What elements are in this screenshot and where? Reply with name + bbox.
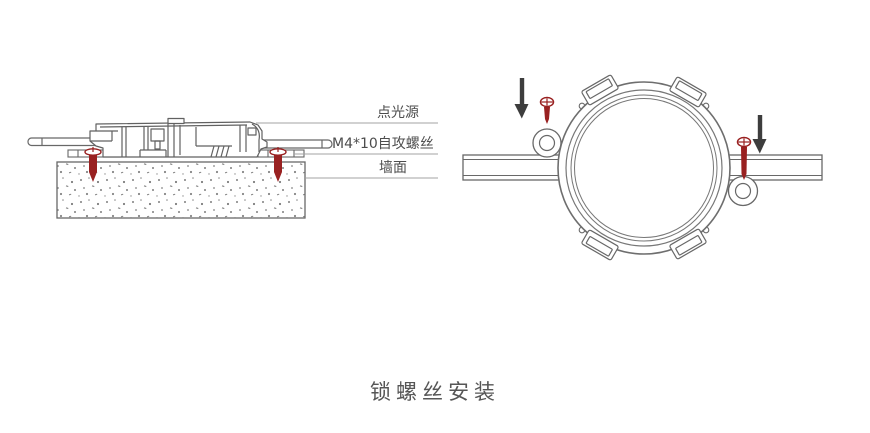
- screw-front-right-icon: [736, 136, 752, 180]
- down-arrow-left-icon: [514, 78, 529, 119]
- wall-surface: [56, 161, 306, 219]
- ear-hole-right: [734, 182, 752, 200]
- screw-left-icon: [84, 147, 102, 182]
- screw-front-left-icon: [539, 96, 555, 124]
- down-arrow-right-icon: [752, 115, 767, 154]
- front-view-diagram: [462, 74, 823, 261]
- clip-bottom-left: [581, 229, 619, 261]
- diagram-caption: 锁螺丝安装: [370, 380, 500, 404]
- clip-top-right: [669, 76, 707, 108]
- screw-right-icon: [269, 147, 287, 182]
- device-cross-section: [89, 117, 268, 158]
- mounting-bar-left: [462, 154, 563, 181]
- label-screw-spec: M4*10自攻螺丝: [332, 136, 434, 152]
- label-point-light: 点光源: [377, 105, 419, 121]
- clip-bottom-right: [669, 228, 707, 260]
- label-wall: 墙面: [379, 160, 407, 176]
- ring-body: [557, 81, 731, 255]
- right-wire: [257, 139, 333, 149]
- ear-hole-left: [538, 134, 556, 152]
- side-view-diagram: [27, 117, 438, 219]
- clip-top-left: [581, 74, 619, 106]
